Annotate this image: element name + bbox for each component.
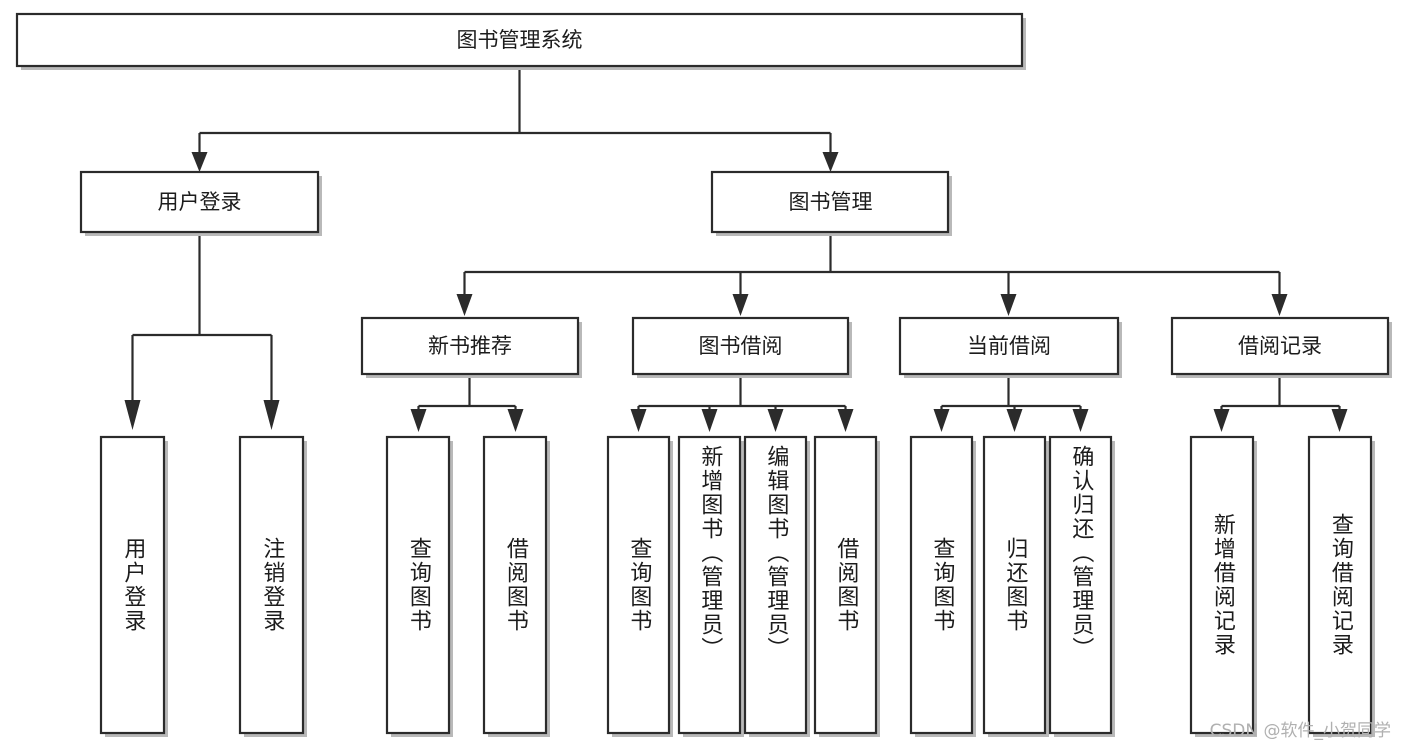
leaf-book-borrow-2[interactable]: [677, 435, 744, 737]
node-new-book-recommend-label: 新书推荐: [428, 334, 512, 358]
leaf-label-new-book-2: 借阅图书: [502, 537, 528, 633]
leaf-new-book-2[interactable]: [482, 435, 550, 737]
leaf-current-borrow-3[interactable]: [1048, 435, 1115, 737]
arrow-borrow-leaf-4: [837, 409, 854, 432]
leaf-label-book-borrow-2: 新增图书（管理员）: [697, 445, 723, 661]
leaf-box[interactable]: [1189, 435, 1255, 735]
leaf-label-user-login-1-wrap: 用户登录: [101, 437, 164, 733]
leaf-label-new-book-1-wrap: 查询图书: [387, 437, 449, 733]
leaf-book-borrow-1[interactable]: [606, 435, 673, 737]
arrow-root-to-book-manage: [822, 152, 839, 172]
node-new-book-recommend-box[interactable]: [360, 316, 580, 376]
leaf-box[interactable]: [385, 435, 451, 735]
leaf-label-borrow-record-1-wrap: 新增借阅记录: [1191, 437, 1253, 733]
leaf-label-user-login-1: 用户登录: [120, 537, 146, 633]
leaf-user-login-2[interactable]: [238, 435, 307, 737]
node-current-borrow[interactable]: 当前借阅: [898, 316, 1122, 378]
leaf-new-book-1[interactable]: [385, 435, 453, 737]
node-current-borrow-label: 当前借阅: [967, 334, 1051, 358]
node-book-borrow[interactable]: 图书借阅: [631, 316, 852, 378]
node-root-label: 图书管理系统: [457, 28, 583, 52]
leaf-label-book-borrow-3: 编辑图书（管理员）: [763, 445, 789, 661]
node-book-borrow-label: 图书借阅: [699, 334, 783, 358]
arrow-borrow-leaf-1: [630, 409, 647, 432]
arrow-userlogin-leaf-1: [124, 400, 141, 430]
node-borrow-record-label: 借阅记录: [1238, 334, 1322, 358]
node-user-login-box[interactable]: [79, 170, 320, 234]
leaf-box[interactable]: [677, 435, 742, 735]
leaf-borrow-record-1[interactable]: [1189, 435, 1257, 737]
leaf-label-current-borrow-1-wrap: 查询图书: [911, 437, 972, 733]
node-book-borrow-box[interactable]: [631, 316, 850, 376]
arrow-current-leaf-3: [1072, 409, 1089, 432]
leaf-box[interactable]: [1048, 435, 1113, 735]
arrow-record-leaf-2: [1331, 409, 1348, 432]
leaf-label-borrow-record-2-wrap: 查询借阅记录: [1309, 437, 1371, 733]
arrow-newbook-leaf-1: [410, 409, 427, 432]
node-book-manage[interactable]: 图书管理: [710, 170, 952, 236]
leaf-label-borrow-record-1: 新增借阅记录: [1209, 513, 1235, 657]
arrow-to-borrow-record: [1271, 294, 1288, 316]
leaf-box[interactable]: [982, 435, 1047, 735]
leaf-label-new-book-1: 查询图书: [405, 537, 431, 633]
arrow-to-new-book: [456, 294, 473, 316]
leaf-box[interactable]: [813, 435, 878, 735]
leaf-label-user-login-2-wrap: 注销登录: [240, 437, 303, 733]
leaf-label-current-borrow-3-wrap: 确认归还（管理员）: [1050, 437, 1111, 733]
leaf-label-user-login-2: 注销登录: [259, 537, 285, 633]
leaf-current-borrow-1[interactable]: [909, 435, 976, 737]
leaf-label-current-borrow-2: 归还图书: [1002, 537, 1028, 633]
node-book-manage-box[interactable]: [710, 170, 950, 234]
node-book-manage-label: 图书管理: [789, 190, 873, 214]
leaf-borrow-record-2[interactable]: [1307, 435, 1375, 737]
arrow-userlogin-leaf-2: [263, 400, 280, 430]
leaf-label-current-borrow-1: 查询图书: [929, 537, 955, 633]
leaf-box[interactable]: [1307, 435, 1373, 735]
leaf-label-borrow-record-2: 查询借阅记录: [1327, 513, 1353, 657]
arrow-to-book-borrow: [732, 294, 749, 316]
leaf-box[interactable]: [482, 435, 548, 735]
nodes-layer: 图书管理系统 用户登录 图书管理 新书推荐: [15, 12, 1392, 737]
arrow-borrow-leaf-3: [767, 409, 784, 432]
leaf-box[interactable]: [606, 435, 671, 735]
node-user-login[interactable]: 用户登录: [79, 170, 322, 236]
leaf-box[interactable]: [99, 435, 166, 735]
node-root-box[interactable]: [15, 12, 1024, 68]
leaf-box[interactable]: [238, 435, 305, 735]
leaf-label-book-borrow-1: 查询图书: [626, 537, 652, 633]
leaf-label-book-borrow-4: 借阅图书: [833, 537, 859, 633]
leaf-box[interactable]: [909, 435, 974, 735]
node-user-login-label: 用户登录: [158, 190, 242, 214]
node-new-book-recommend[interactable]: 新书推荐: [360, 316, 582, 378]
leaf-box[interactable]: [743, 435, 808, 735]
arrow-record-leaf-1: [1213, 409, 1230, 432]
arrow-current-leaf-2: [1006, 409, 1023, 432]
node-borrow-record[interactable]: 借阅记录: [1170, 316, 1392, 378]
arrow-newbook-leaf-2: [507, 409, 524, 432]
edges-layer: [124, 66, 1348, 432]
leaf-label-book-borrow-1-wrap: 查询图书: [608, 437, 669, 733]
leaf-label-new-book-2-wrap: 借阅图书: [484, 437, 546, 733]
leaf-label-current-borrow-3: 确认归还（管理员）: [1068, 445, 1094, 661]
leaf-book-borrow-3[interactable]: [743, 435, 810, 737]
leaf-label-book-borrow-4-wrap: 借阅图书: [815, 437, 876, 733]
arrow-root-to-user-login: [191, 152, 208, 172]
arrow-borrow-leaf-2: [701, 409, 718, 432]
leaf-label-current-borrow-2-wrap: 归还图书: [984, 437, 1045, 733]
leaf-current-borrow-2[interactable]: [982, 435, 1049, 737]
arrow-current-leaf-1: [933, 409, 950, 432]
node-current-borrow-box[interactable]: [898, 316, 1120, 376]
leaf-label-book-borrow-2-wrap: 新增图书（管理员）: [679, 437, 740, 733]
node-root[interactable]: 图书管理系统: [15, 12, 1026, 70]
leaf-book-borrow-4[interactable]: [813, 435, 880, 737]
leaf-label-book-borrow-3-wrap: 编辑图书（管理员）: [745, 437, 806, 733]
arrow-to-current-borrow: [1000, 294, 1017, 316]
node-borrow-record-box[interactable]: [1170, 316, 1390, 376]
leaf-user-login-1[interactable]: [99, 435, 168, 737]
